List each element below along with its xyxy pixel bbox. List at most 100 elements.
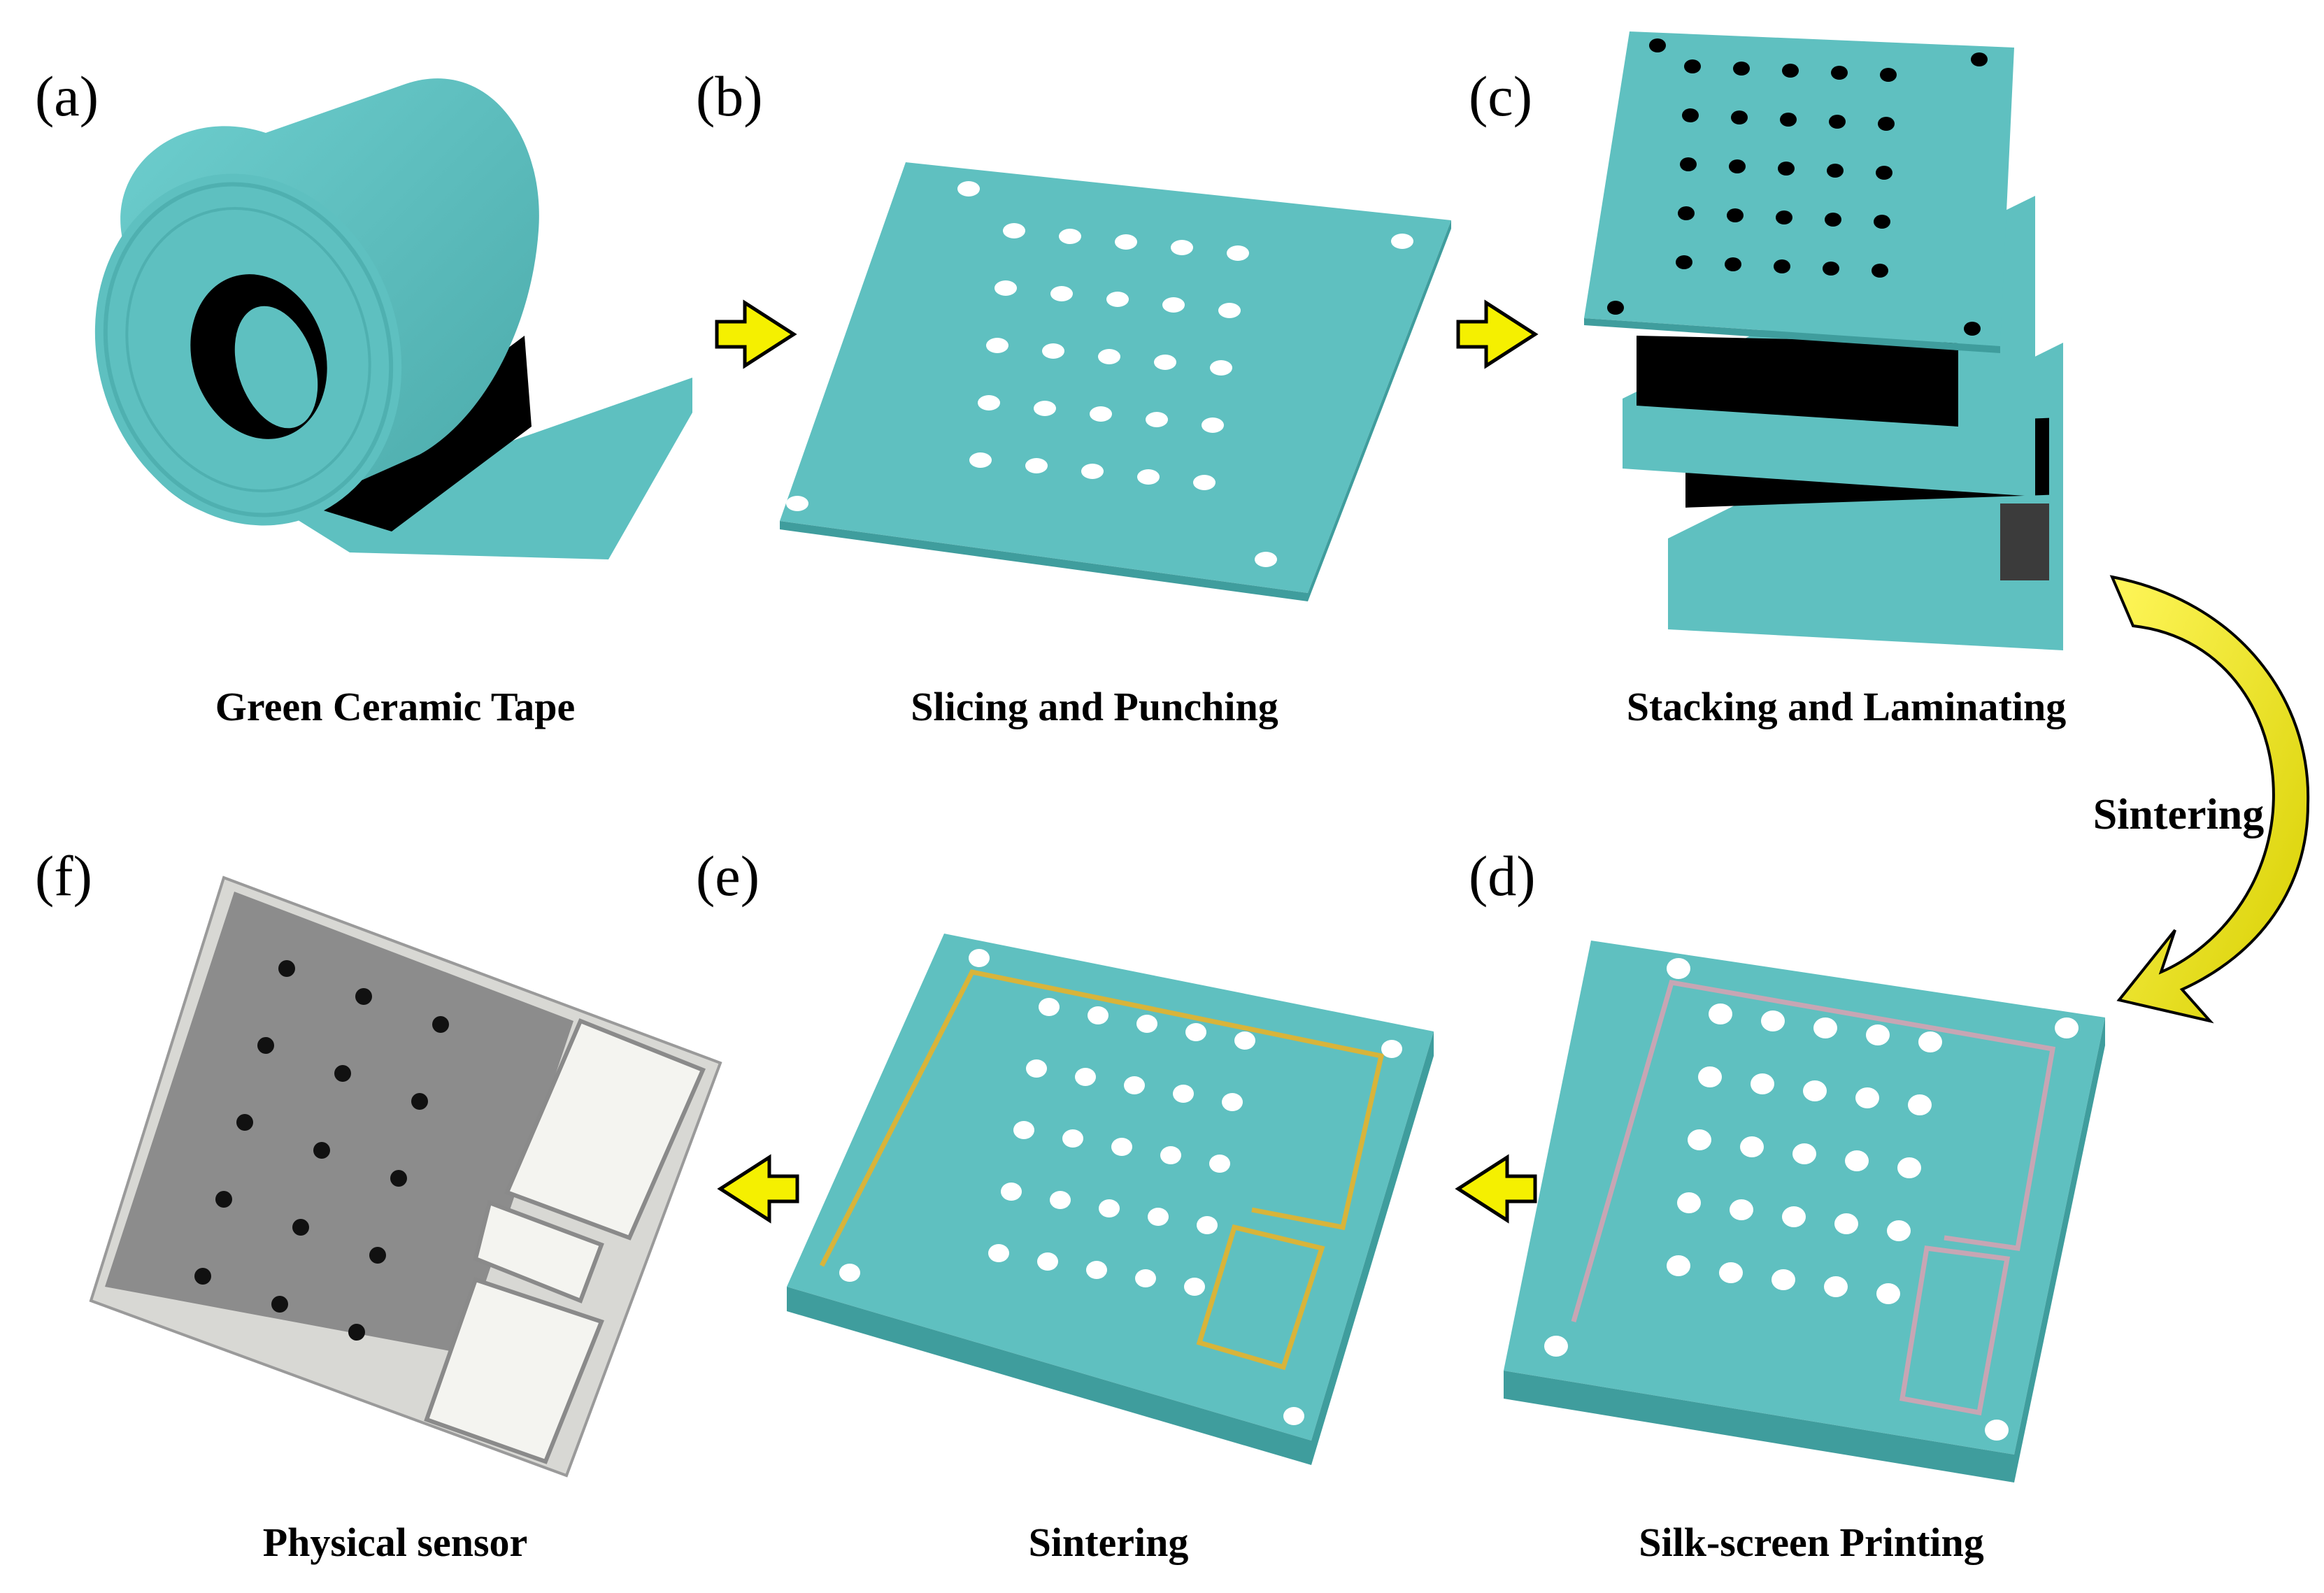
- hole: [1874, 215, 1890, 229]
- caption-silk-screen-printing: Silk-screen Printing: [1639, 1520, 1984, 1565]
- hole: [1088, 1006, 1108, 1024]
- hole: [1698, 1066, 1722, 1087]
- corner-hole: [1985, 1420, 2009, 1441]
- hole: [271, 1296, 288, 1313]
- hole: [1001, 1183, 1022, 1201]
- hole: [1880, 68, 1897, 82]
- hole: [1173, 1085, 1194, 1103]
- hole: [1146, 412, 1168, 427]
- hole: [988, 1244, 1009, 1262]
- hole: [278, 960, 295, 977]
- hole: [1197, 1216, 1218, 1234]
- hole: [334, 1065, 351, 1082]
- hole: [1209, 1155, 1230, 1173]
- hole: [1771, 1269, 1795, 1290]
- hole: [432, 1016, 449, 1033]
- hole: [1774, 259, 1790, 273]
- hole: [1908, 1094, 1932, 1115]
- punched-sheet: [780, 162, 1451, 601]
- caption-stacking-and-laminating: Stacking and Laminating: [1627, 684, 2067, 729]
- corner-hole: [1607, 301, 1624, 315]
- hole: [1185, 1023, 1206, 1041]
- hole: [1154, 355, 1176, 370]
- hole: [1834, 1213, 1858, 1234]
- hole: [355, 988, 372, 1005]
- hole: [390, 1170, 407, 1187]
- hole: [1761, 1010, 1785, 1031]
- caption-sintering: Sintering: [1029, 1520, 1189, 1565]
- hole: [1878, 117, 1895, 131]
- hole: [1013, 1121, 1034, 1139]
- hole: [1918, 1031, 1942, 1052]
- hole: [986, 338, 1008, 353]
- hole: [1845, 1150, 1869, 1171]
- sintered-sheet: [787, 934, 1434, 1465]
- silk-screen-printed-sheet: [1504, 941, 2105, 1483]
- hole: [1731, 110, 1748, 124]
- panel-d-letter: (d): [1469, 844, 1536, 908]
- hole: [1897, 1157, 1921, 1178]
- panel-a-letter: (a): [35, 64, 99, 128]
- hole: [1111, 1138, 1132, 1156]
- hole: [348, 1324, 365, 1341]
- hole: [1676, 255, 1692, 269]
- hole: [1222, 1093, 1243, 1111]
- arrow-b-to-c: [1456, 299, 1539, 369]
- stack-holes: [1607, 38, 1988, 336]
- corner-hole: [1283, 1407, 1304, 1425]
- caption-slicing-and-punching: Slicing and Punching: [911, 684, 1278, 729]
- hole: [1136, 1015, 1157, 1033]
- curved-arrow-c-to-d: [2109, 575, 2310, 1024]
- corner-hole: [1381, 1040, 1402, 1058]
- corner-hole: [839, 1264, 860, 1282]
- hole: [215, 1191, 232, 1208]
- arrow-e-to-f: [717, 1154, 799, 1224]
- hole: [1025, 458, 1048, 473]
- hole: [292, 1219, 309, 1236]
- hole: [1876, 166, 1892, 180]
- gold-electrode-pad: [1196, 1224, 1325, 1371]
- hole: [978, 395, 1000, 410]
- hole: [1677, 1192, 1701, 1213]
- hole: [1684, 59, 1701, 73]
- hole: [1729, 159, 1746, 173]
- hole: [411, 1093, 428, 1110]
- corner-hole: [1971, 52, 1988, 66]
- silver-trace: [1571, 980, 2056, 1322]
- hole: [1099, 1199, 1120, 1217]
- hole: [1872, 264, 1888, 278]
- hole: [1171, 240, 1193, 255]
- corner-hole: [1544, 1336, 1568, 1357]
- hole: [1050, 1191, 1071, 1209]
- hole: [313, 1142, 330, 1159]
- corner-hole: [1255, 552, 1277, 567]
- panel-f-letter: (f): [35, 844, 92, 908]
- corner-hole: [1649, 38, 1666, 52]
- hole: [1081, 464, 1104, 479]
- sintered-sheet-holes: [839, 949, 1402, 1425]
- hole: [1210, 360, 1232, 376]
- hole: [1034, 401, 1056, 416]
- arrow-a-to-b: [715, 299, 797, 369]
- corner-hole: [1667, 958, 1690, 979]
- hole: [1202, 417, 1224, 433]
- hole: [1831, 66, 1848, 80]
- hole: [369, 1247, 386, 1264]
- hole: [1782, 1206, 1806, 1227]
- hole: [1813, 1017, 1837, 1038]
- caption-physical-sensor: Physical sensor: [263, 1520, 528, 1565]
- hole: [1135, 1269, 1156, 1287]
- hole: [1050, 286, 1073, 301]
- physical-sensor-photo: [89, 876, 722, 1478]
- hole: [1106, 292, 1129, 307]
- hole: [1823, 262, 1839, 276]
- arrow-d-to-e: [1455, 1154, 1537, 1224]
- hole: [1086, 1261, 1107, 1279]
- hole: [1778, 162, 1795, 176]
- hole: [236, 1114, 253, 1131]
- corner-hole: [1391, 234, 1413, 249]
- printed-sheet-holes: [1544, 958, 2079, 1441]
- hole: [1782, 64, 1799, 78]
- hole: [1803, 1080, 1827, 1101]
